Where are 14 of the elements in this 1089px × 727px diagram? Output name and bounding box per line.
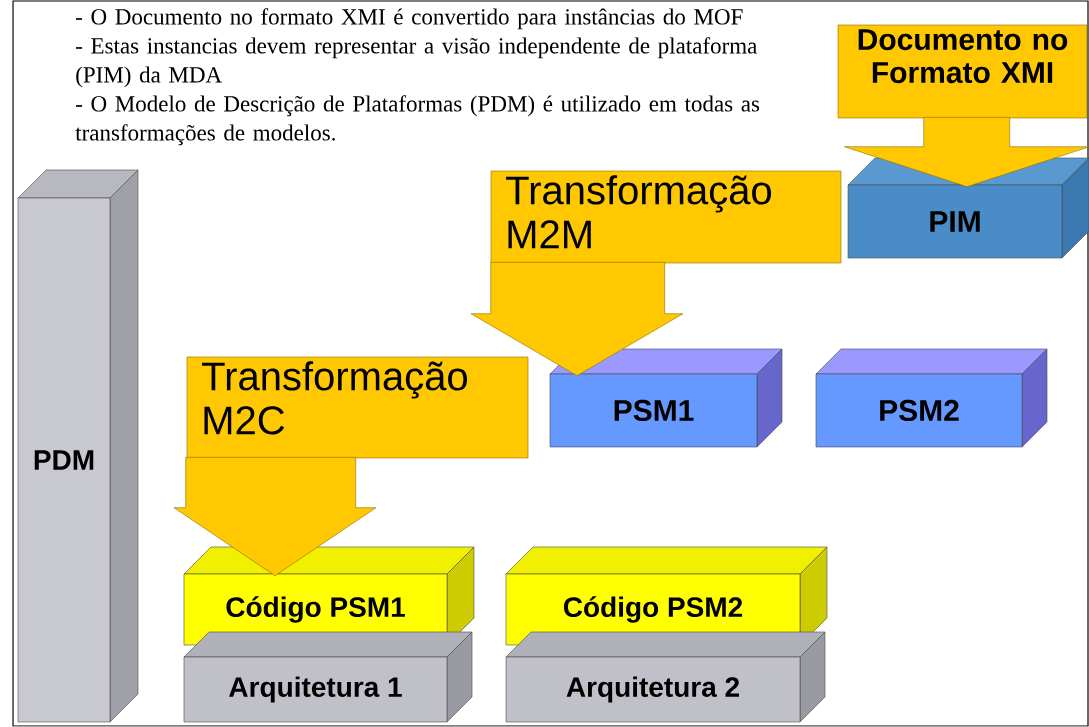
block-3d: PSM2 <box>815 348 1048 448</box>
block-3d: Arquitetura 2 <box>505 631 826 723</box>
block-3d: Arquitetura 1 <box>183 631 473 723</box>
block-3d: PDM <box>17 169 139 723</box>
bullet-text: - O Modelo de Descrição de Plataformas (PDM) é utilizado em todas as transformações de modelos. <box>75 95 760 146</box>
block-arrow <box>470 262 684 376</box>
block-3d: PSM1 <box>549 348 783 448</box>
bullet-text: - Estas instancias devem representar a visão independente de plataforma (PIM) da MDA <box>76 37 757 88</box>
block-arrow <box>844 117 1089 187</box>
block-arrow <box>173 457 377 576</box>
callout-box: Transformação M2M <box>490 170 842 264</box>
bullet-text: - O Documento no formato XMI é convertido para instâncias do MOF <box>76 8 743 30</box>
callout-box: Documento no Formato XMI <box>837 24 1088 119</box>
callout-box: Transformação M2C <box>186 356 529 459</box>
